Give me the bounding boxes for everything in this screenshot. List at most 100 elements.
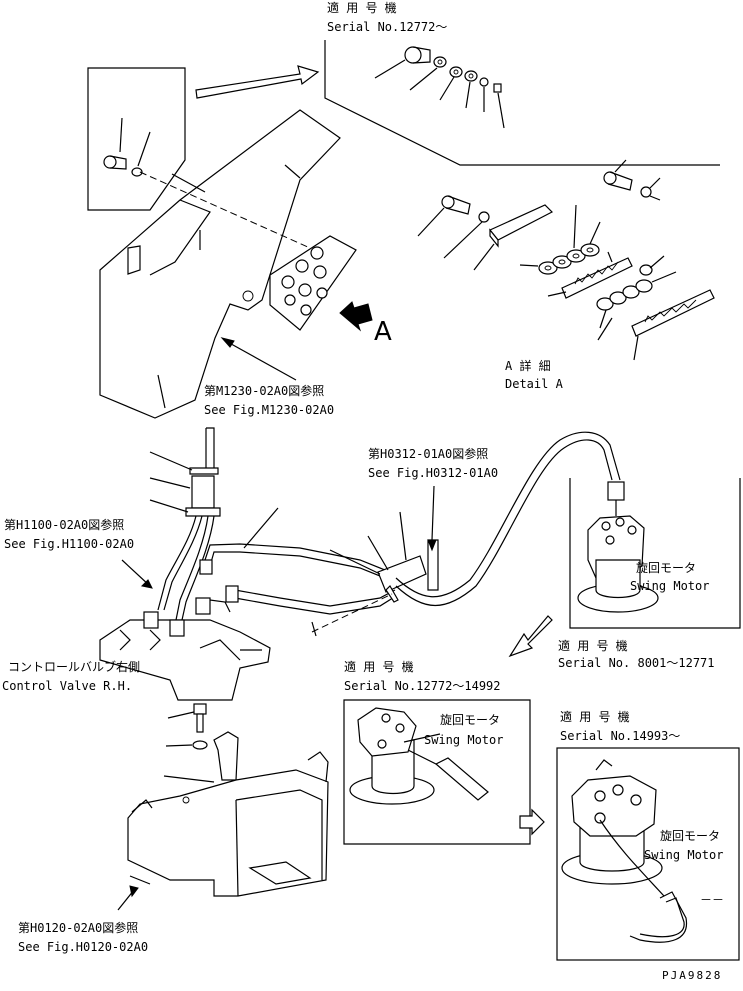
swing-motor-jp-2: 旋回モータ: [440, 713, 500, 727]
serial-3-en: Serial No.14993～: [560, 729, 680, 743]
valve-body: [99, 619, 271, 701]
control-valve-en: Control Valve R.H.: [2, 679, 132, 693]
detail-a: A 詳 細 Detail A: [417, 159, 715, 391]
top-serial-panel: 適 用 号 機 Serial No.12772～: [324, 0, 720, 166]
leader-arrow-icon: [129, 885, 139, 898]
clamp-set-lower: [596, 251, 677, 329]
detail-jp: A 詳 細: [505, 358, 551, 373]
washer-icon: [640, 177, 661, 201]
motor-panel-frame: [569, 478, 741, 629]
direction-arrow-icon: [519, 808, 545, 836]
hose-clamp: [185, 467, 221, 517]
bracket-assembly: A 第M1230-02A0図参照 See Fig.M1230-02A0: [87, 67, 392, 419]
mounting-clip: [213, 731, 239, 781]
serial-1-jp: 適 用 号 機: [558, 638, 628, 653]
ref-h0312-jp: 第H0312-01A0図参照: [368, 446, 488, 461]
bracket-hole: [242, 290, 254, 302]
ref-h1100-jp: 第H1100-02A0図参照: [4, 517, 124, 532]
valve-block: [269, 235, 357, 331]
washer-icon: [439, 66, 463, 101]
serial-1-en: Serial No. 8001～12771: [558, 656, 715, 670]
swing-motor-en-1: Swing Motor: [630, 579, 709, 593]
hose: [163, 515, 203, 611]
drawing-number: PJA9828: [662, 969, 722, 982]
swing-motor-en-2: Swing Motor: [424, 733, 503, 747]
serial-2-en: Serial No.12772～14992: [344, 679, 501, 693]
washer-icon: [464, 70, 478, 109]
hose-to-motor: [395, 431, 621, 598]
bolt-icon: [603, 159, 633, 191]
top-serial-en: Serial No.12772～: [327, 20, 447, 34]
swing-motor-panel-3: 旋回モータ Swing Motor －－: [556, 747, 740, 961]
ref-m1230-en: See Fig.M1230-02A0: [204, 403, 334, 417]
hose: [234, 595, 397, 615]
nut-icon: [493, 83, 505, 129]
control-valve-jp: コントロールバルブ右側: [8, 659, 140, 674]
control-valve: 第H1100-02A0図参照 See Fig.H1100-02A0 コントロール…: [2, 517, 271, 701]
bolt-icon: [374, 46, 431, 79]
detail-en: Detail A: [505, 377, 564, 391]
hose-centerline: [311, 593, 393, 633]
top-panel-frame: [324, 40, 720, 166]
serial-2-jp: 適 用 号 機: [344, 659, 414, 674]
ref-h0120-en: See Fig.H0120-02A0: [18, 940, 148, 954]
bracket-edge: [149, 199, 211, 276]
ref-h1100-en: See Fig.H1100-02A0: [4, 537, 134, 551]
swing-motor-en-3: Swing Motor: [644, 848, 723, 862]
bracket-body: [127, 769, 329, 897]
bolt-icon: [417, 195, 471, 237]
part-dash-label: －－: [700, 893, 724, 907]
clamp-plate-lower: [597, 289, 715, 361]
bracket-tab: [127, 245, 141, 275]
swing-motor-panel-2: 旋回モータ Swing Motor: [343, 699, 531, 845]
washer-icon: [409, 56, 447, 91]
ref-h0312-en: See Fig.H0312-01A0: [368, 466, 498, 480]
direction-arrow-icon: [195, 65, 320, 99]
hose-routing: 第H0312-01A0図参照 See Fig.H0312-01A0: [149, 427, 621, 637]
nut-icon: [479, 77, 489, 112]
washer-icon: [165, 740, 208, 750]
motor-panel-frame: [556, 747, 740, 961]
hose-clamp: [377, 539, 439, 603]
swing-motor-drawing: [561, 759, 688, 943]
top-serial-jp: 適 用 号 機: [327, 0, 397, 15]
hose-to-motor: [395, 439, 613, 607]
bolt-callout-box: [87, 67, 186, 211]
swing-motor-drawing: [577, 481, 659, 613]
hose: [157, 515, 197, 611]
bolt-centerline: [139, 171, 311, 249]
lower-bracket: 第H0120-02A0図参照 See Fig.H0120-02A0: [18, 703, 329, 954]
leader-line: [223, 339, 297, 381]
hose: [175, 515, 209, 621]
view-letter: A: [374, 317, 392, 347]
spacer-bar: [473, 204, 554, 271]
hose-fitting: [225, 585, 239, 603]
swing-motor-drawing: [349, 707, 489, 805]
serial-3-jp: 適 用 号 機: [560, 709, 630, 724]
valve-fitting: [169, 619, 185, 637]
valve-fitting: [195, 597, 211, 615]
hose-fitting: [199, 559, 213, 575]
view-arrow-icon: [339, 301, 373, 332]
hose: [206, 427, 215, 470]
leader-arrow-icon: [427, 539, 437, 552]
hose: [234, 589, 396, 607]
leader-arrow-icon: [140, 579, 153, 589]
motor-panel-frame: [343, 699, 531, 845]
ref-m1230-jp: 第M1230-02A0図参照: [204, 383, 324, 398]
clamp-plate-upper: [547, 257, 633, 299]
bolt-icon: [103, 117, 151, 177]
clamp-set-upper: [519, 204, 601, 275]
hose: [209, 551, 396, 583]
leader-arrow-icon: [220, 337, 235, 348]
bolt-icon: [167, 703, 207, 733]
valve-fitting: [143, 611, 159, 629]
bracket-plate: [99, 109, 341, 419]
ref-h0120-jp: 第H0120-02A0図参照: [18, 920, 138, 935]
swing-motor-jp-1: 旋回モータ: [636, 561, 696, 575]
swing-motor-jp-3: 旋回モータ: [660, 829, 720, 843]
hose: [204, 543, 396, 575]
direction-arrow-icon: [508, 615, 553, 658]
